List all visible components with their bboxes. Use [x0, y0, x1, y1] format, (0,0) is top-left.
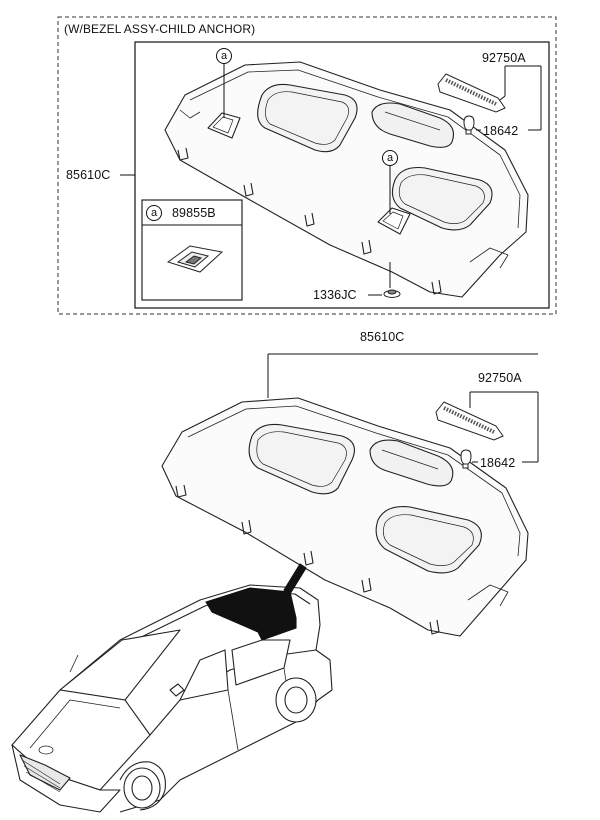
bulb-drawing [463, 115, 475, 135]
callout-marker-a: a [216, 48, 232, 64]
hatchback-car-drawing [11, 563, 333, 813]
child-anchor-bezel-drawing [166, 245, 224, 273]
part-label-18642-bottom: 18642 [480, 456, 516, 470]
callout-marker-a: a [382, 150, 398, 166]
bulb-drawing [460, 449, 472, 469]
rear-package-tray-drawing [164, 61, 529, 298]
part-label-89855b: 89855B [172, 206, 216, 220]
part-label-85610c-top: 85610C [66, 168, 111, 182]
variant-frame [57, 16, 557, 315]
high-mount-stop-lamp-drawing [435, 401, 504, 441]
part-label-92750a-bottom: 92750A [478, 371, 522, 385]
part-label-92750a-top: 92750A [482, 51, 526, 65]
part-label-85610c-bottom: 85610C [360, 330, 405, 344]
callout-marker-a: a [146, 205, 162, 221]
clip-drawing [383, 289, 401, 298]
variant-title: (W/BEZEL ASSY-CHILD ANCHOR) [64, 22, 256, 36]
part-label-18642-top: 18642 [483, 124, 519, 138]
rear-package-tray-drawing [161, 397, 529, 637]
high-mount-stop-lamp-drawing [437, 73, 506, 113]
part-label-1336jc: 1336JC [313, 288, 357, 302]
